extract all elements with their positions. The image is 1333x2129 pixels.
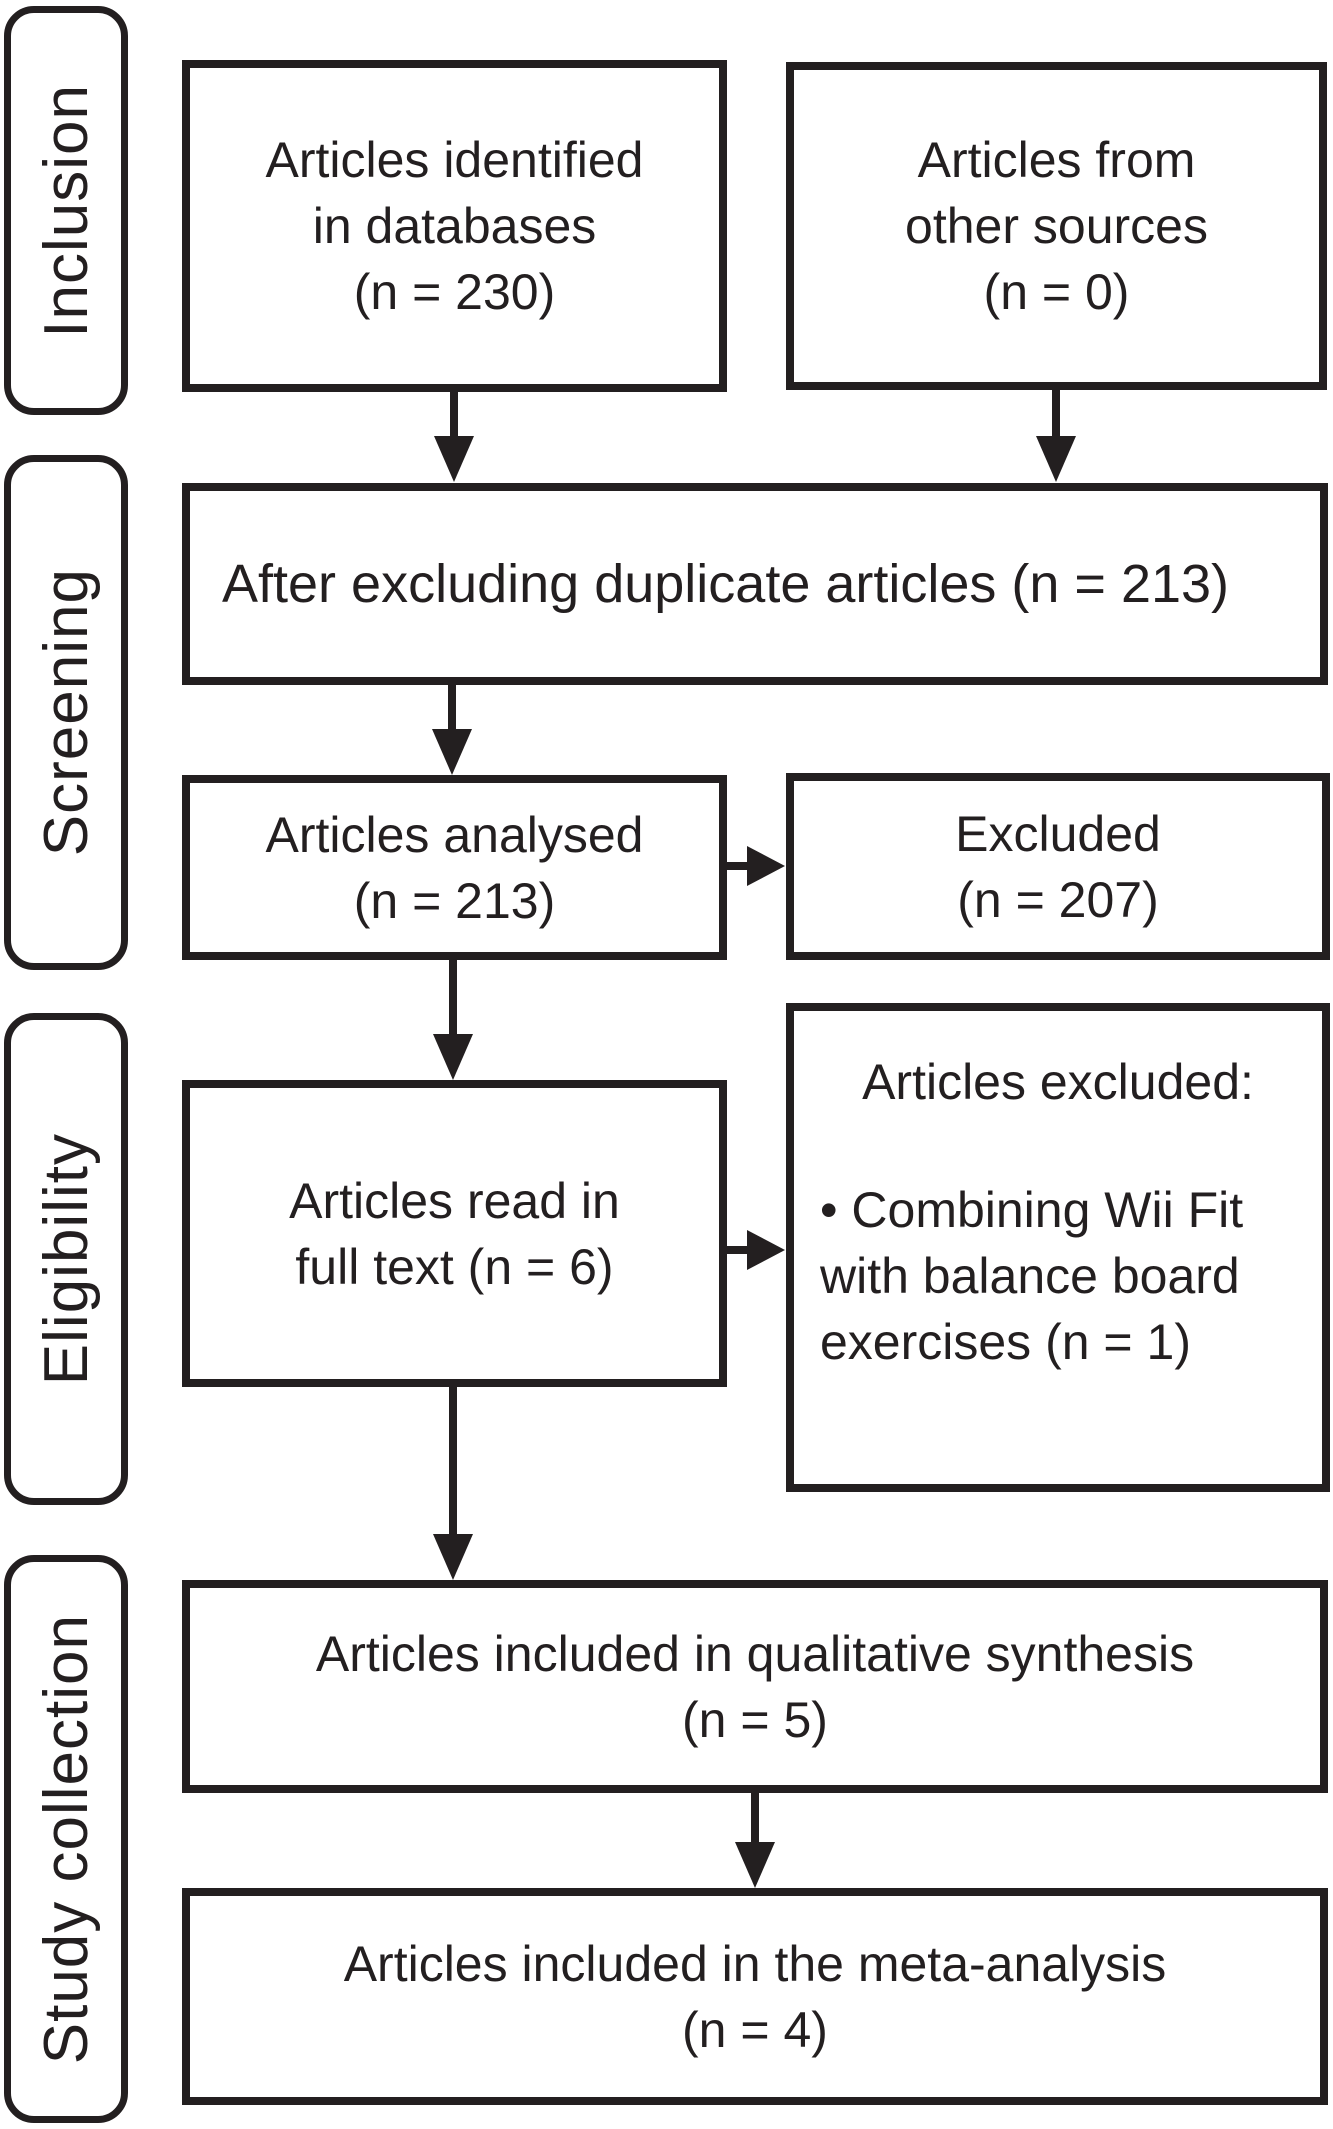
box-excluded-text: Excluded(n = 207) <box>955 805 1161 928</box>
stage-eligibility-label: Eligibility <box>31 1132 101 1386</box>
stage-inclusion-label: Inclusion <box>31 83 101 338</box>
box-meta-analysis-text: Articles included in the meta-analysis(n… <box>343 1935 1167 2058</box>
box-qualitative-synthesis-text: Articles included in qualitative synthes… <box>315 1625 1195 1748</box>
arrow-other-sources-to-dedup-icon <box>1036 390 1076 482</box>
arrow-fulltext-to-excluded-icon <box>727 1230 785 1270</box>
stage-screening: Screening <box>4 455 128 970</box>
arrow-qualitative-to-meta-icon <box>735 1793 775 1888</box>
box-after-excluding-duplicates: After excluding duplicate articles (n = … <box>182 483 1328 685</box>
box-articles-analysed: Articles analysed(n = 213) <box>182 775 727 960</box>
stage-screening-label: Screening <box>31 568 101 857</box>
arrow-analysed-to-fulltext-icon <box>433 960 473 1080</box>
stage-eligibility: Eligibility <box>4 1013 128 1505</box>
box-articles-excluded-title: Articles excluded: <box>862 1054 1254 1110</box>
box-meta-analysis: Articles included in the meta-analysis(n… <box>182 1888 1328 2105</box>
arrow-identified-to-dedup-icon <box>434 392 474 482</box>
stage-study-collection: Study collection <box>4 1555 128 2123</box>
stage-study-collection-label: Study collection <box>31 1613 101 2065</box>
box-articles-analysed-text: Articles analysed(n = 213) <box>265 806 644 929</box>
box-after-excluding-duplicates-text: After excluding duplicate articles (n = … <box>222 554 1230 614</box>
arrow-analysed-to-excluded-icon <box>727 846 785 886</box>
box-qualitative-synthesis: Articles included in qualitative synthes… <box>182 1580 1328 1793</box>
arrow-dedup-to-analysed-icon <box>432 685 472 775</box>
stage-inclusion: Inclusion <box>4 6 128 415</box>
box-excluded: Excluded(n = 207) <box>786 773 1330 960</box>
arrow-fulltext-to-qualitative-icon <box>433 1387 473 1580</box>
